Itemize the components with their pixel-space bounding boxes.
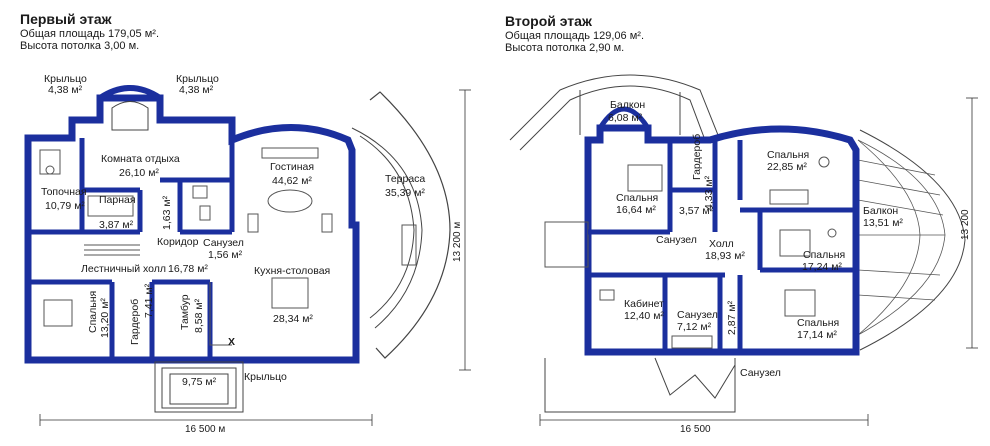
area-balcony-top: 6,08 м² — [608, 112, 643, 124]
label-wc-f1: Санузел — [203, 237, 244, 249]
floor2-ceiling: Высота потолка 2,90 м. — [505, 42, 625, 54]
label-furnace: Топочная — [41, 186, 87, 198]
area-porch-left: 4,38 м² — [48, 84, 83, 96]
label-office: Кабинет — [624, 298, 664, 310]
roof-lines — [509, 74, 966, 413]
floor1-plan: 16 500 м 13 200 м Крыльцо 4,38 м² Крыльц… — [24, 73, 471, 435]
area-porch-front: 9,75 м² — [182, 376, 217, 388]
floor2-plan: 16 500 13 200 Балкон 6,08 м² Спальня 16,… — [509, 74, 978, 435]
area-vestibule: 8,58 м² — [193, 298, 205, 333]
floor1-title: Первый этаж — [20, 11, 112, 27]
balcony-top-bay — [597, 106, 651, 130]
area-hall: 18,93 м² — [705, 250, 745, 262]
floor2-fixtures — [599, 156, 837, 349]
terrace-rail — [369, 91, 451, 359]
floor1-outer-walls — [24, 94, 360, 364]
label-rest-room: Комната отдыха — [101, 153, 180, 165]
area-stair-hall: 16,78 м² — [168, 263, 208, 275]
floor1-header: Первый этаж Общая площадь 179,05 м². Выс… — [20, 11, 159, 52]
area-small2-f2: 2,87 м² — [726, 300, 738, 335]
area-wardrobe-f1: 7,41 м² — [143, 283, 155, 318]
area-wardrobe-f2: 4,33 м² — [703, 175, 715, 210]
area-small-room: 1,63 м² — [161, 195, 173, 230]
label-wc2-f2: Санузел — [677, 309, 718, 321]
floor2-title: Второй этаж — [505, 13, 592, 29]
area-wc2-f2: 7,12 м² — [677, 321, 712, 333]
area-bedroom4: 17,14 м² — [797, 329, 837, 341]
label-bedroom2: Спальня — [767, 149, 809, 161]
area-rest-room: 26,10 м² — [119, 167, 159, 179]
area-bedroom3: 17,24 м² — [802, 261, 842, 273]
rest-room-bay — [98, 85, 162, 101]
label-bedroom4: Спальня — [797, 317, 839, 329]
area-office: 12,40 м² — [624, 310, 664, 322]
label-wardrobe-f2: Гардероб — [691, 134, 703, 180]
balcony-right-fan — [857, 139, 946, 336]
terrace-outline — [351, 127, 423, 329]
area-bedroom-f1: 13,20 м² — [99, 298, 111, 338]
area-furnace: 10,79 м² — [45, 200, 85, 212]
floor2-inner-walls — [588, 140, 856, 352]
label-wardrobe-f1: Гардероб — [129, 299, 141, 345]
x-mark: X — [228, 336, 235, 348]
floor1-ceiling: Высота потолка 3,00 м. — [20, 40, 140, 52]
stair-annex — [544, 221, 589, 268]
area-bedroom2: 22,85 м² — [767, 161, 807, 173]
label-balcony-right: Балкон — [863, 205, 898, 217]
floor2-header: Второй этаж Общая площадь 129,06 м². Выс… — [505, 13, 644, 54]
label-porch-right: Крыльцо — [176, 73, 219, 85]
label-kitchen: Кухня-столовая — [254, 265, 330, 277]
label-porch-front: Крыльцо — [244, 371, 287, 383]
floor2-outer-walls — [584, 124, 860, 356]
rest-room-bay-inner — [111, 101, 149, 131]
label-bedroom-f1: Спальня — [87, 291, 99, 333]
label-stair-hall: Лестничный холл — [81, 263, 166, 275]
floor2-dimensions — [539, 97, 978, 426]
label-living: Гостиная — [270, 161, 314, 173]
floor1-dim-height: 13 200 м — [452, 222, 463, 262]
floor1-dim-width: 16 500 м — [185, 424, 225, 435]
area-small-f2: 3,57 м² — [679, 205, 714, 217]
area-balcony-right: 13,51 м² — [863, 217, 903, 229]
floor2-dim-width: 16 500 — [680, 424, 711, 435]
area-wc-f1: 1,56 м² — [208, 249, 243, 261]
label-sauna: Парная — [99, 194, 136, 206]
area-terrace: 35,39 м² — [385, 187, 425, 199]
label-terrace: Терраса — [385, 173, 425, 185]
floor1-dimensions — [39, 89, 471, 426]
floor1-inner-walls — [28, 138, 235, 360]
floor2-dim-height: 13 200 — [960, 209, 971, 240]
label-balcony-top: Балкон — [610, 99, 645, 111]
area-living: 44,62 м² — [272, 175, 312, 187]
terrace-inner — [359, 135, 415, 319]
area-bedroom1: 16,64 м² — [616, 204, 656, 216]
terrace-table — [401, 224, 417, 266]
floor1-fixtures — [39, 147, 333, 346]
label-wc3-f2: Санузел — [740, 367, 781, 379]
label-hall: Холл — [709, 238, 734, 250]
front-porch — [154, 361, 244, 413]
floor1-area: Общая площадь 179,05 м². — [20, 28, 160, 40]
label-vestibule: Тамбур — [179, 294, 191, 330]
label-corridor: Коридор — [157, 236, 199, 248]
label-bedroom1: Спальня — [616, 192, 658, 204]
area-kitchen: 28,34 м² — [273, 313, 313, 325]
label-bedroom3: Спальня — [803, 249, 845, 261]
floor2-area: Общая площадь 129,06 м². — [505, 30, 645, 42]
label-wc1-f2: Санузел — [656, 234, 697, 246]
label-porch-left: Крыльцо — [44, 73, 87, 85]
area-sauna: 3,87 м² — [99, 219, 134, 231]
area-porch-right: 4,38 м² — [179, 84, 214, 96]
